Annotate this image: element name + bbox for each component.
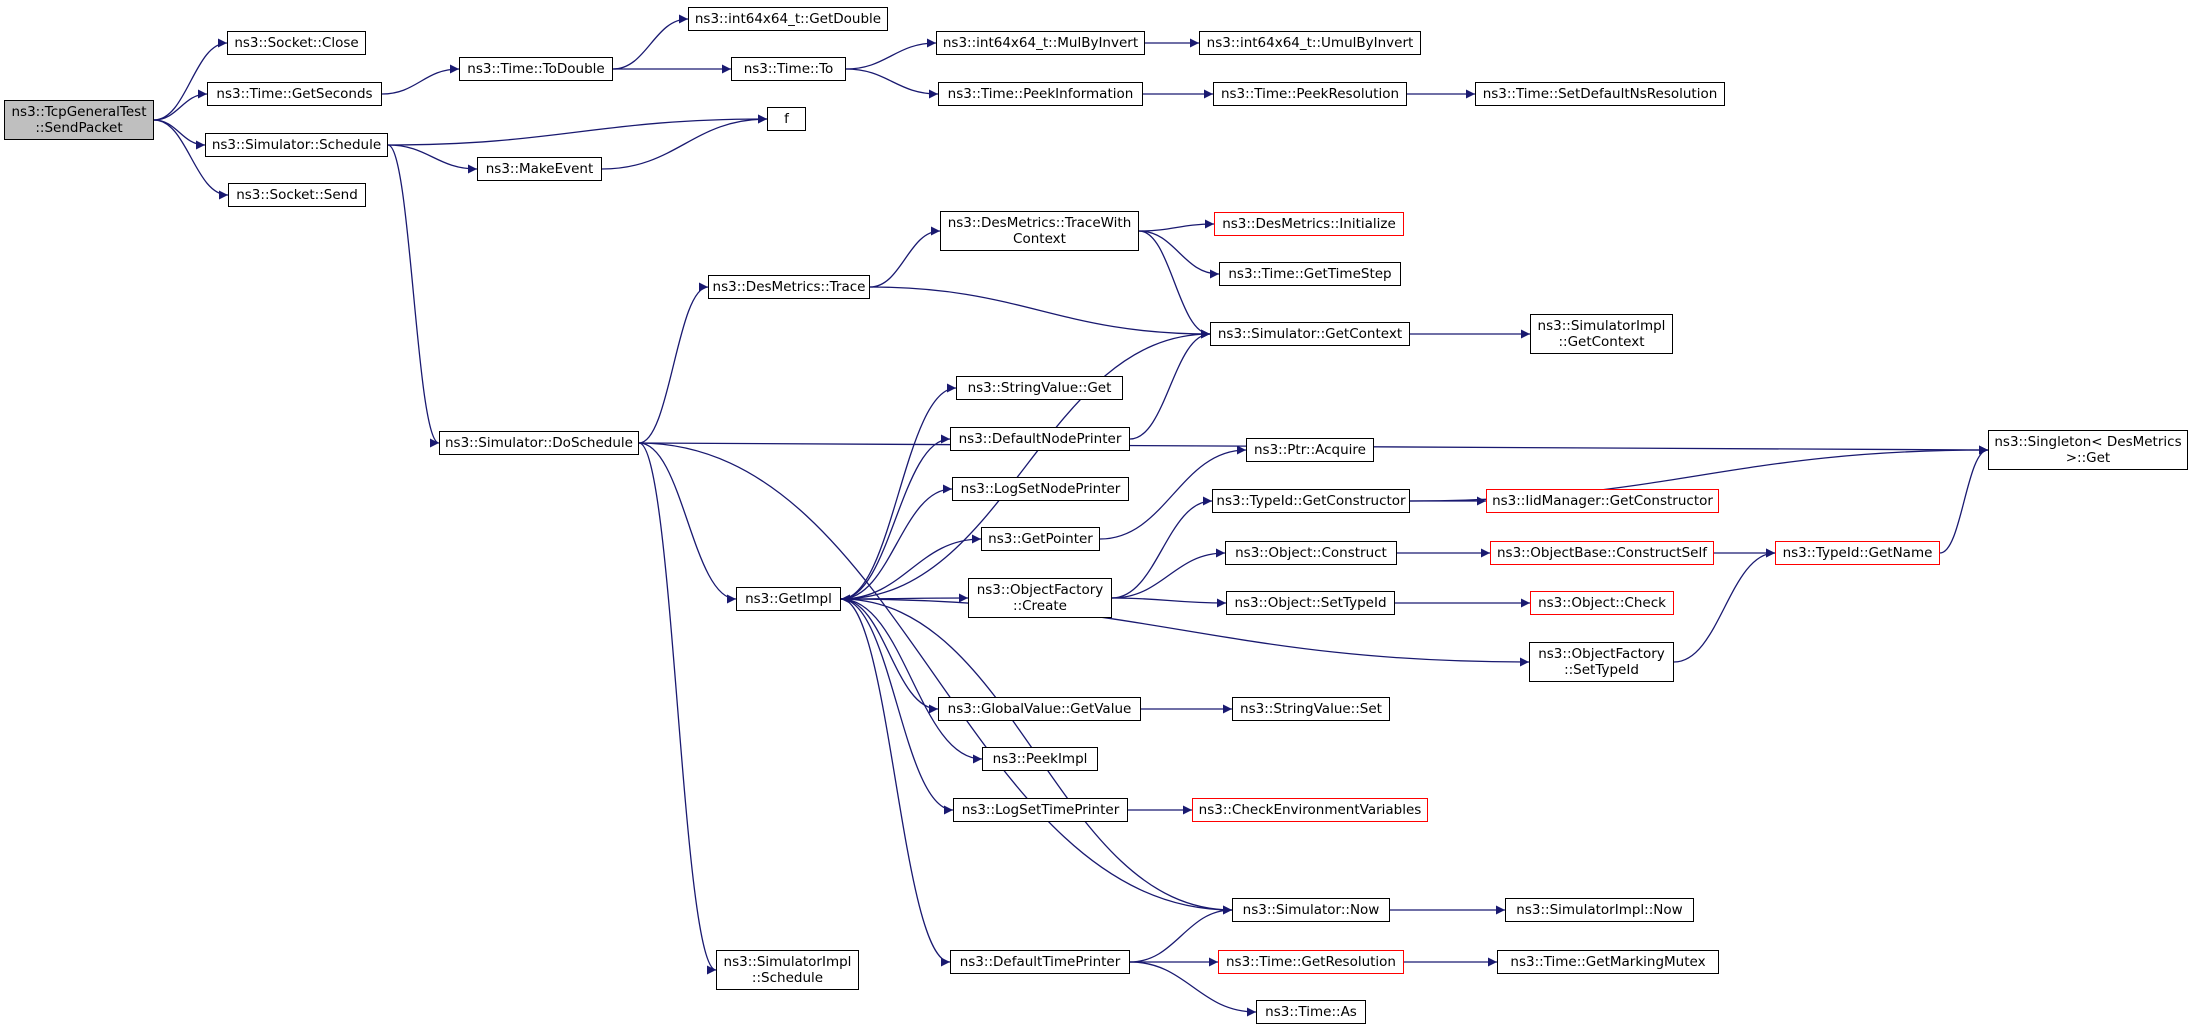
node-checkenvvars[interactable]: ns3::CheckEnvironmentVariables xyxy=(1192,798,1428,822)
edge-desmetrics-tracewith-to-time-gettimestep xyxy=(1138,230,1220,279)
edge-sim-doschedule-to-simimpl-schedule xyxy=(638,442,717,975)
edge-getimpl-to-getpointer xyxy=(840,534,982,600)
edge-objectfactory-create-to-object-settypeid xyxy=(1111,597,1227,608)
edge-defaultnodeprinter-to-sim-getcontext xyxy=(1129,329,1211,440)
edge-time-todouble-to-int64-getdouble xyxy=(612,14,689,70)
node-sim-getcontext[interactable]: ns3::Simulator::GetContext xyxy=(1210,322,1410,346)
edge-desmetrics-trace-to-desmetrics-tracewith xyxy=(869,226,941,288)
edge-sim-schedule-to-sim-doschedule xyxy=(387,144,440,448)
edge-objectfactory-settypeid-to-typeid-getname xyxy=(1673,548,1776,663)
node-object-settypeid[interactable]: ns3::Object::SetTypeId xyxy=(1226,591,1395,615)
edge-sim-doschedule-to-getimpl xyxy=(638,442,737,604)
edge-getimpl-to-peekimpl xyxy=(840,598,983,764)
node-desmetrics-trace[interactable]: ns3::DesMetrics::Trace xyxy=(708,275,870,299)
node-time-todouble[interactable]: ns3::Time::ToDouble xyxy=(459,57,613,81)
node-objectfactory-settypeid[interactable]: ns3::ObjectFactory ::SetTypeId xyxy=(1529,642,1674,682)
edge-time-getseconds-to-time-todouble xyxy=(381,64,460,95)
node-time-peekinformation[interactable]: ns3::Time::PeekInformation xyxy=(938,82,1143,106)
edge-sim-getcontext-to-getimpl xyxy=(840,333,1211,604)
node-f[interactable]: f xyxy=(767,107,806,131)
edge-typeid-getname-to-singleton-get xyxy=(1939,445,1989,554)
node-desmetrics-initialize[interactable]: ns3::DesMetrics::Initialize xyxy=(1214,212,1404,236)
node-time-getmarkingmutex[interactable]: ns3::Time::GetMarkingMutex xyxy=(1497,950,1719,974)
edge-getimpl-to-stringvalue-get xyxy=(840,383,957,600)
node-getimpl[interactable]: ns3::GetImpl xyxy=(736,587,841,611)
edge-desmetrics-tracewith-to-desmetrics-initialize xyxy=(1138,219,1215,232)
node-time-getseconds[interactable]: ns3::Time::GetSeconds xyxy=(207,82,382,106)
node-object-check[interactable]: ns3::Object::Check xyxy=(1530,591,1674,615)
node-sim-schedule[interactable]: ns3::Simulator::Schedule xyxy=(205,133,388,157)
node-time-getresolution[interactable]: ns3::Time::GetResolution xyxy=(1218,950,1404,974)
edge-objectfactory-create-to-typeid-getconstructor xyxy=(1111,496,1213,599)
node-socket-send[interactable]: ns3::Socket::Send xyxy=(228,183,366,207)
edge-sim-schedule-to-makeevent xyxy=(387,144,478,174)
node-singleton-get[interactable]: ns3::Singleton< DesMetrics >::Get xyxy=(1988,430,2188,470)
edge-time-to-to-int64-mulbyinvert xyxy=(845,38,937,70)
edge-getimpl-to-defaulttimeprinter xyxy=(840,598,951,967)
node-simimpl-now[interactable]: ns3::SimulatorImpl::Now xyxy=(1505,898,1694,922)
node-simimpl-schedule[interactable]: ns3::SimulatorImpl ::Schedule xyxy=(716,950,859,990)
node-sim-now[interactable]: ns3::Simulator::Now xyxy=(1232,898,1390,922)
node-time-to[interactable]: ns3::Time::To xyxy=(731,57,846,81)
node-stringvalue-get[interactable]: ns3::StringValue::Get xyxy=(956,376,1123,400)
edge-defaulttimeprinter-to-time-as xyxy=(1129,961,1257,1017)
node-time-as[interactable]: ns3::Time::As xyxy=(1256,1000,1366,1024)
edge-sendpacket-to-socket-send xyxy=(153,119,229,200)
node-socket-close[interactable]: ns3::Socket::Close xyxy=(227,31,366,55)
node-int64-getdouble[interactable]: ns3::int64x64_t::GetDouble xyxy=(688,7,888,31)
edge-time-to-to-time-peekinformation xyxy=(845,68,939,99)
node-desmetrics-tracewith[interactable]: ns3::DesMetrics::TraceWith Context xyxy=(940,211,1139,251)
node-object-construct[interactable]: ns3::Object::Construct xyxy=(1225,541,1397,565)
node-ptr-acquire[interactable]: ns3::Ptr::Acquire xyxy=(1246,438,1374,462)
node-time-setdefaultns[interactable]: ns3::Time::SetDefaultNsResolution xyxy=(1475,82,1725,106)
node-time-peekresolution[interactable]: ns3::Time::PeekResolution xyxy=(1213,82,1407,106)
edge-getimpl-to-objectfactory-settypeid xyxy=(840,598,1530,667)
node-stringvalue-set[interactable]: ns3::StringValue::Set xyxy=(1232,697,1390,721)
node-sim-doschedule[interactable]: ns3::Simulator::DoSchedule xyxy=(439,431,639,455)
node-defaultnodeprinter[interactable]: ns3::DefaultNodePrinter xyxy=(950,427,1130,451)
edge-objectfactory-create-to-object-construct xyxy=(1111,548,1226,599)
node-typeid-getconstructor[interactable]: ns3::TypeId::GetConstructor xyxy=(1212,489,1410,513)
edge-sim-doschedule-to-desmetrics-trace xyxy=(638,282,709,444)
edge-getimpl-to-globalvalue-getvalue xyxy=(840,598,939,714)
edge-desmetrics-trace-to-sim-getcontext xyxy=(869,286,1211,339)
edge-getimpl-to-defaultnodeprinter xyxy=(840,434,951,600)
edge-sendpacket-to-sim-schedule xyxy=(153,119,206,150)
edge-makeevent-to-f xyxy=(601,114,768,170)
node-iidmanager-getconstructor[interactable]: ns3::IidManager::GetConstructor xyxy=(1486,489,1719,513)
node-makeevent[interactable]: ns3::MakeEvent xyxy=(477,157,602,181)
edge-getpointer-to-ptr-acquire xyxy=(1099,445,1247,540)
edge-desmetrics-tracewith-to-sim-getcontext xyxy=(1138,230,1211,339)
edge-sim-schedule-to-f xyxy=(387,114,768,146)
node-objectbase-constructself[interactable]: ns3::ObjectBase::ConstructSelf xyxy=(1490,541,1714,565)
node-globalvalue-getvalue[interactable]: ns3::GlobalValue::GetValue xyxy=(938,697,1141,721)
node-int64-mulbyinvert[interactable]: ns3::int64x64_t::MulByInvert xyxy=(936,31,1145,55)
node-int64-umulbyinvert[interactable]: ns3::int64x64_t::UmulByInvert xyxy=(1199,31,1421,55)
edge-sendpacket-to-time-getseconds xyxy=(153,89,208,121)
node-logsetnodeprinter[interactable]: ns3::LogSetNodePrinter xyxy=(952,477,1129,501)
node-logsettimeprinter[interactable]: ns3::LogSetTimePrinter xyxy=(953,798,1128,822)
node-sendpacket[interactable]: ns3::TcpGeneralTest ::SendPacket xyxy=(4,100,154,140)
edge-sim-doschedule-to-sim-now xyxy=(638,442,1233,915)
node-peekimpl[interactable]: ns3::PeekImpl xyxy=(982,747,1098,771)
edge-getimpl-to-logsetnodeprinter xyxy=(840,484,953,600)
node-time-gettimestep[interactable]: ns3::Time::GetTimeStep xyxy=(1219,262,1401,286)
edge-sendpacket-to-socket-close xyxy=(153,38,228,121)
edge-defaulttimeprinter-to-sim-now xyxy=(1129,905,1233,963)
node-getpointer[interactable]: ns3::GetPointer xyxy=(981,527,1100,551)
node-simimpl-getcontext[interactable]: ns3::SimulatorImpl ::GetContext xyxy=(1530,314,1673,354)
node-objectfactory-create[interactable]: ns3::ObjectFactory ::Create xyxy=(968,578,1112,618)
node-defaulttimeprinter[interactable]: ns3::DefaultTimePrinter xyxy=(950,950,1130,974)
node-typeid-getname[interactable]: ns3::TypeId::GetName xyxy=(1775,541,1940,565)
edge-getimpl-to-logsettimeprinter xyxy=(840,598,954,815)
